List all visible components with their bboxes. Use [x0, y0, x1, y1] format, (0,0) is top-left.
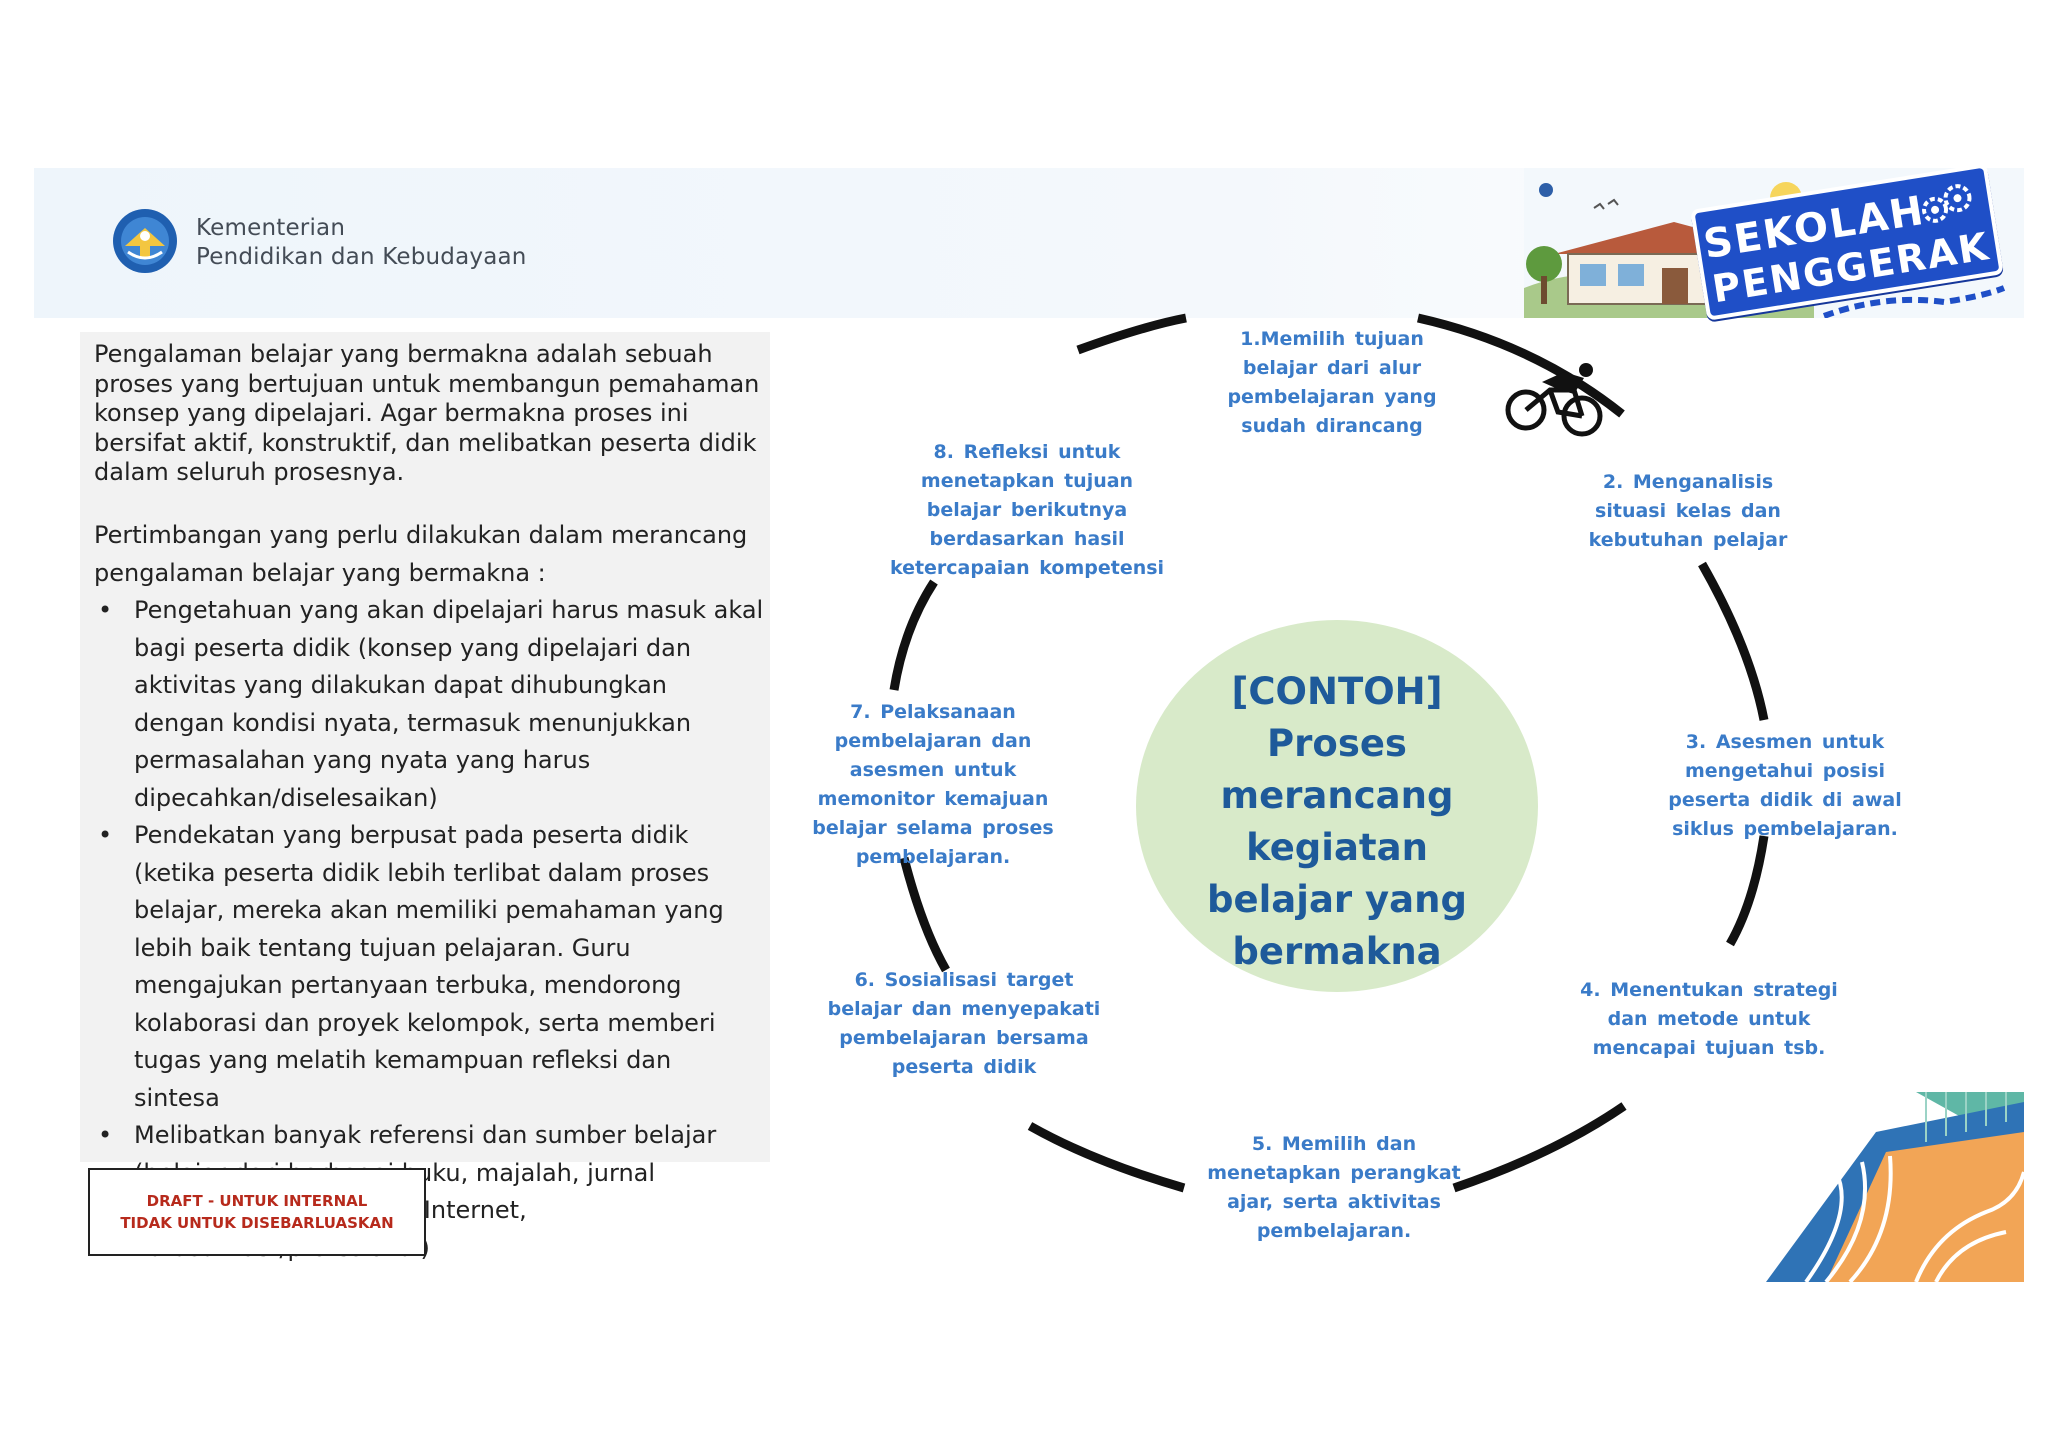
- draft-notice: DRAFT - UNTUK INTERNAL TIDAK UNTUK DISEB…: [88, 1168, 426, 1256]
- ministry-name-line2: Pendidikan dan Kebudayaan: [196, 244, 527, 270]
- cycle-arc: [1726, 835, 1769, 947]
- cycle-step-6: 6. Sosialisasi target belajar dan menyep…: [827, 969, 1101, 1078]
- cycle-step-3: 3. Asesmen untuk mengetahui posisi peser…: [1668, 731, 1902, 840]
- center-title-line: [CONTOH]: [1231, 670, 1443, 713]
- center-title-line: bermakna: [1232, 930, 1442, 973]
- explanation-panel: Pengalaman belajar yang bermakna adalah …: [80, 332, 770, 1262]
- center-title-line: Proses: [1267, 722, 1407, 765]
- cyclist-icon: [1505, 363, 1603, 437]
- slide: Kementerian Pendidikan dan Kebudayaan: [34, 168, 2024, 1282]
- cycle-arc: [889, 579, 938, 691]
- considerations-heading: Pertimbangan yang perlu dilakukan dalam …: [94, 521, 748, 587]
- cycle-arc: [1027, 1122, 1186, 1193]
- cycle-step-7: 7. Pelaksanaan pembelajaran dan asesmen …: [812, 701, 1054, 868]
- cycle-step-8: 8. Refleksi untuk menetapkan tujuan bela…: [889, 441, 1165, 579]
- gear-icon: [1922, 184, 1972, 223]
- cycle-step-5: 5. Memilih dan menetapkan perangkat ajar…: [1207, 1133, 1461, 1242]
- tut-wuri-handayani-logo-icon: [113, 209, 177, 273]
- center-title-line: merancang: [1220, 774, 1454, 817]
- cycle-step-2: 2. Menganalisis situasi kelas dan kebutu…: [1588, 471, 1788, 551]
- ministry-name-line1: Kementerian: [196, 215, 346, 241]
- corner-pattern-icon: [1766, 1092, 2024, 1282]
- center-title-line: belajar yang: [1207, 878, 1467, 921]
- center-title-line: kegiatan: [1246, 826, 1428, 869]
- center-title: [CONTOH] Proses merancang kegiatan belaj…: [1136, 666, 1538, 978]
- ministry-name: Kementerian Pendidikan dan Kebudayaan: [196, 214, 527, 272]
- cycle-arc: [1698, 561, 1769, 721]
- considerations-list: Pengetahuan yang akan dipelajari harus m…: [94, 592, 764, 1267]
- cycle-arc: [899, 856, 950, 973]
- list-item: Pendekatan yang berpusat pada peserta di…: [94, 817, 764, 1117]
- center-circle: [1136, 620, 1538, 992]
- cycle-arc: [1076, 313, 1187, 355]
- cycle-step-4: 4. Menentukan strategi dan metode untuk …: [1580, 979, 1838, 1059]
- draft-notice-line2: TIDAK UNTUK DISEBARLUASKAN: [120, 1214, 394, 1232]
- intro-paragraph: Pengalaman belajar yang bermakna adalah …: [94, 340, 760, 486]
- header-banner: Kementerian Pendidikan dan Kebudayaan: [34, 168, 2024, 321]
- list-item: Pengetahuan yang akan dipelajari harus m…: [94, 592, 764, 817]
- draft-notice-line1: DRAFT - UNTUK INTERNAL: [146, 1192, 368, 1210]
- cycle-arc: [1452, 1102, 1627, 1193]
- cycle-step-1: 1.Memilih tujuan belajar dari alur pembe…: [1227, 328, 1437, 437]
- sekolah-penggerak-logo: SEKOLAH PENGGERAK: [1690, 168, 2004, 321]
